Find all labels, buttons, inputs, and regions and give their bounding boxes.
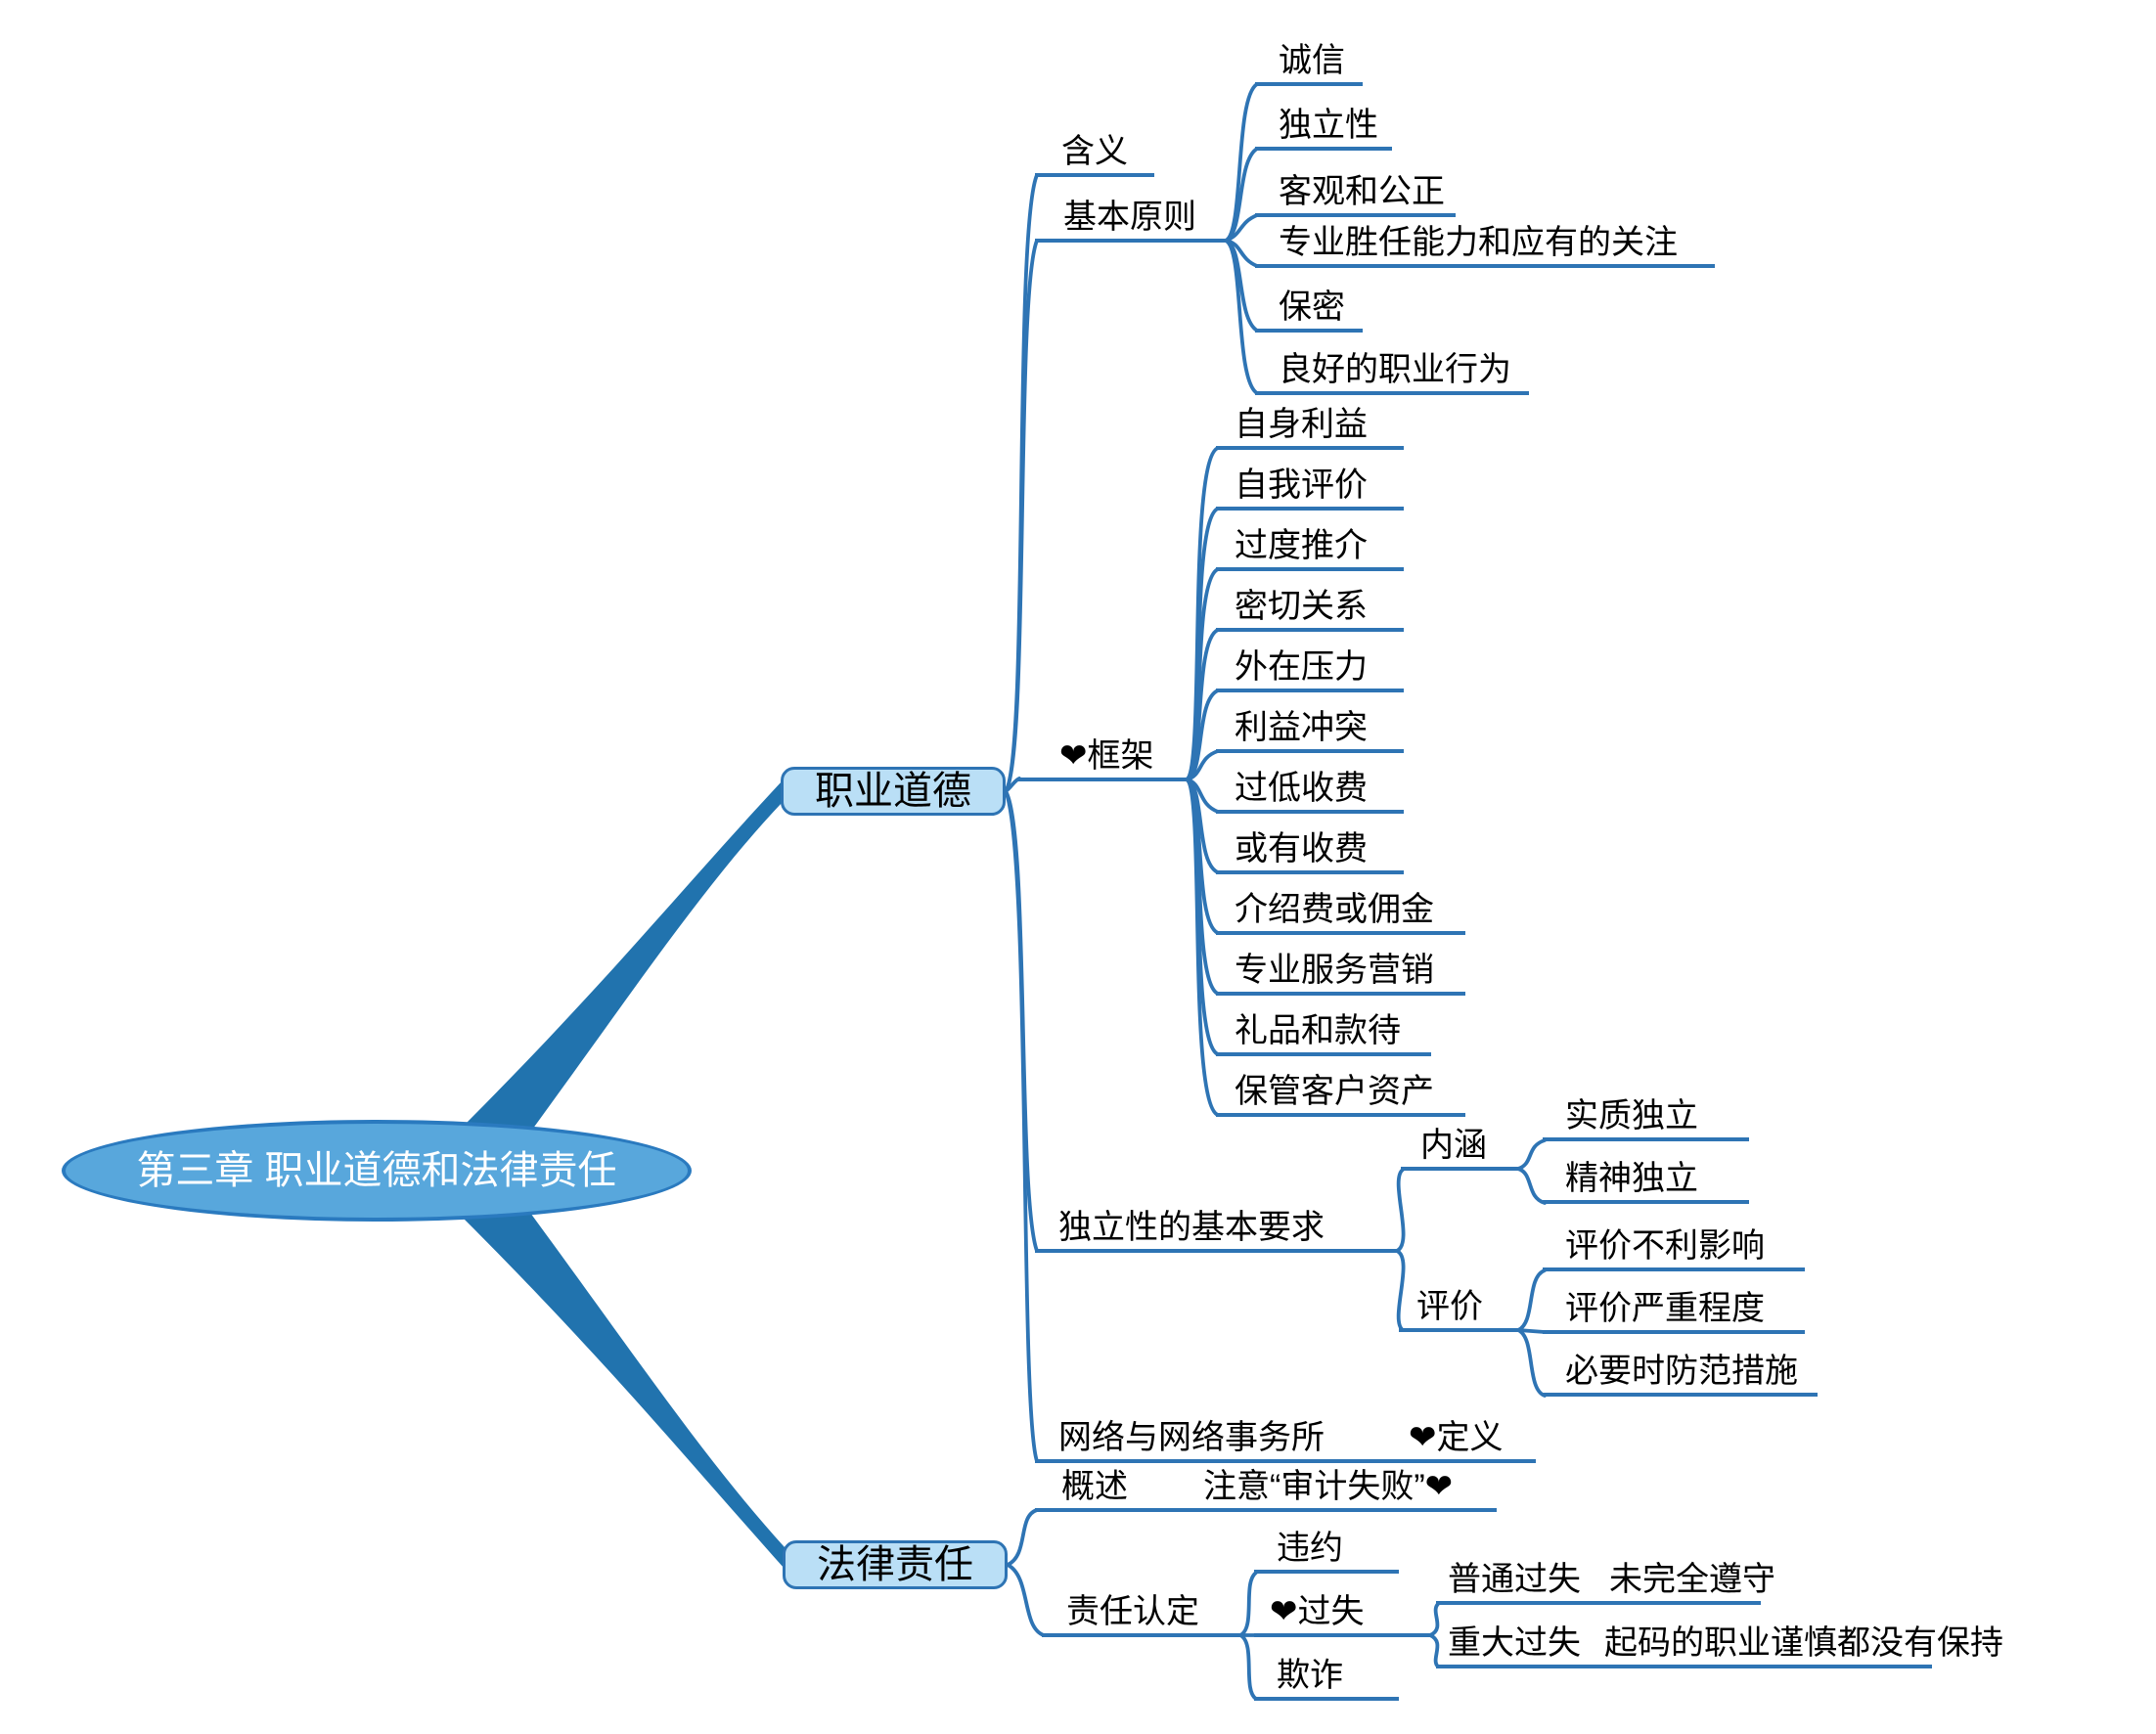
topic-referral-fees[interactable]: 介绍费或佣金: [1216, 888, 1465, 935]
branch-line: [1006, 1563, 1046, 1637]
topic-definition[interactable]: ❤定义: [1355, 1416, 1536, 1463]
branch-line: [1516, 1268, 1547, 1332]
topic-overview[interactable]: 概述: [1035, 1465, 1159, 1512]
topic-contingent-fees[interactable]: 或有收费: [1216, 827, 1404, 874]
topic-gross-negligence[interactable]: 重大过失: [1436, 1622, 1585, 1668]
branch-line: [1185, 778, 1220, 1117]
branch-line: [1004, 239, 1039, 793]
topic-fraud[interactable]: 欺诈: [1254, 1654, 1399, 1701]
topic-independence-of-mind[interactable]: 实质独立: [1543, 1094, 1749, 1141]
branch-line: [1395, 1168, 1406, 1253]
branch-line: [1516, 1138, 1547, 1171]
topic-intimidation[interactable]: 外在压力: [1216, 645, 1404, 692]
topic-integrity[interactable]: 诚信: [1255, 39, 1363, 86]
branch-line: [1238, 1571, 1258, 1637]
topic-responsibility-determination[interactable]: 责任认定: [1042, 1590, 1240, 1637]
topic-professional-behavior[interactable]: 良好的职业行为: [1255, 348, 1529, 395]
topic-independence[interactable]: 独立性: [1255, 104, 1392, 151]
topic-legal-responsibility[interactable]: 法律责任: [783, 1540, 1008, 1589]
topic-framework[interactable]: ❤框架: [1017, 734, 1187, 781]
topic-evaluate-adverse-effects[interactable]: 评价不利影响: [1543, 1224, 1805, 1271]
topic-minimum-care-not-maintained[interactable]: 起码的职业谨慎都没有保持: [1585, 1622, 2003, 1668]
branch-line: [1224, 239, 1259, 395]
topic-professional-ethics[interactable]: 职业道德: [781, 767, 1006, 816]
branch-line: [1185, 689, 1220, 781]
topic-breach-of-contract[interactable]: 违约: [1254, 1527, 1399, 1574]
branch-line: [1006, 1508, 1039, 1567]
branch-line: [1395, 1249, 1406, 1332]
branch-line: [1238, 1633, 1258, 1701]
topic-audit-failure-note[interactable]: 注意“审计失败”❤: [1159, 1465, 1497, 1512]
branch-line: [1185, 749, 1220, 781]
topic-confidentiality[interactable]: 保密: [1255, 286, 1363, 333]
topic-connotation[interactable]: 内涵: [1401, 1124, 1518, 1171]
topic-gifts-hospitality[interactable]: 礼品和款待: [1216, 1009, 1431, 1056]
topic-conflict-of-interest[interactable]: 利益冲突: [1216, 706, 1404, 753]
topic-familiarity[interactable]: 密切关系: [1216, 585, 1404, 632]
topic-self-review[interactable]: 自我评价: [1216, 464, 1404, 511]
topic-meaning[interactable]: 含义: [1035, 130, 1154, 177]
topic-self-interest[interactable]: 自身利益: [1216, 403, 1404, 450]
topic-marketing-services[interactable]: 专业服务营销: [1216, 949, 1465, 996]
branch-line: [1428, 1602, 1440, 1637]
topic-independence-in-spirit[interactable]: 精神独立: [1543, 1157, 1749, 1204]
trunk-to-ethics: [460, 780, 783, 1181]
topic-not-fully-complied[interactable]: 未完全遵守: [1585, 1558, 1775, 1605]
topic-network-firms[interactable]: 网络与网络事务所: [1035, 1416, 1355, 1463]
branch-line: [1224, 213, 1259, 243]
topic-evaluation[interactable]: 评价: [1399, 1285, 1518, 1332]
topic-evaluate-severity[interactable]: 评价严重程度: [1543, 1287, 1805, 1334]
topic-basic-principles[interactable]: 基本原则: [1035, 196, 1226, 243]
topic-advocacy[interactable]: 过度推介: [1216, 524, 1404, 571]
topic-client-assets[interactable]: 保管客户资产: [1216, 1070, 1465, 1117]
topic-objectivity-fairness[interactable]: 客观和公正: [1255, 170, 1456, 217]
topic-safeguards-when-necessary[interactable]: 必要时防范措施: [1543, 1350, 1818, 1397]
topic-ordinary-negligence[interactable]: 普通过失: [1436, 1558, 1585, 1605]
branch-line: [1224, 147, 1259, 243]
branch-line: [1516, 1167, 1547, 1205]
trunk-to-legal: [460, 1164, 785, 1569]
topic-competence-due-care[interactable]: 专业胜任能力和应有的关注: [1255, 221, 1715, 268]
branch-line: [1516, 1328, 1547, 1398]
topic-low-fees[interactable]: 过低收费: [1216, 767, 1404, 814]
topic-negligence[interactable]: ❤过失: [1254, 1590, 1430, 1637]
topic-independence-requirements[interactable]: 独立性的基本要求: [1035, 1206, 1397, 1253]
branch-line: [1516, 1328, 1547, 1334]
branch-line: [1004, 789, 1039, 1463]
branch-line: [1428, 1633, 1440, 1668]
root-topic[interactable]: 第三章 职业道德和法律责任: [62, 1120, 692, 1222]
